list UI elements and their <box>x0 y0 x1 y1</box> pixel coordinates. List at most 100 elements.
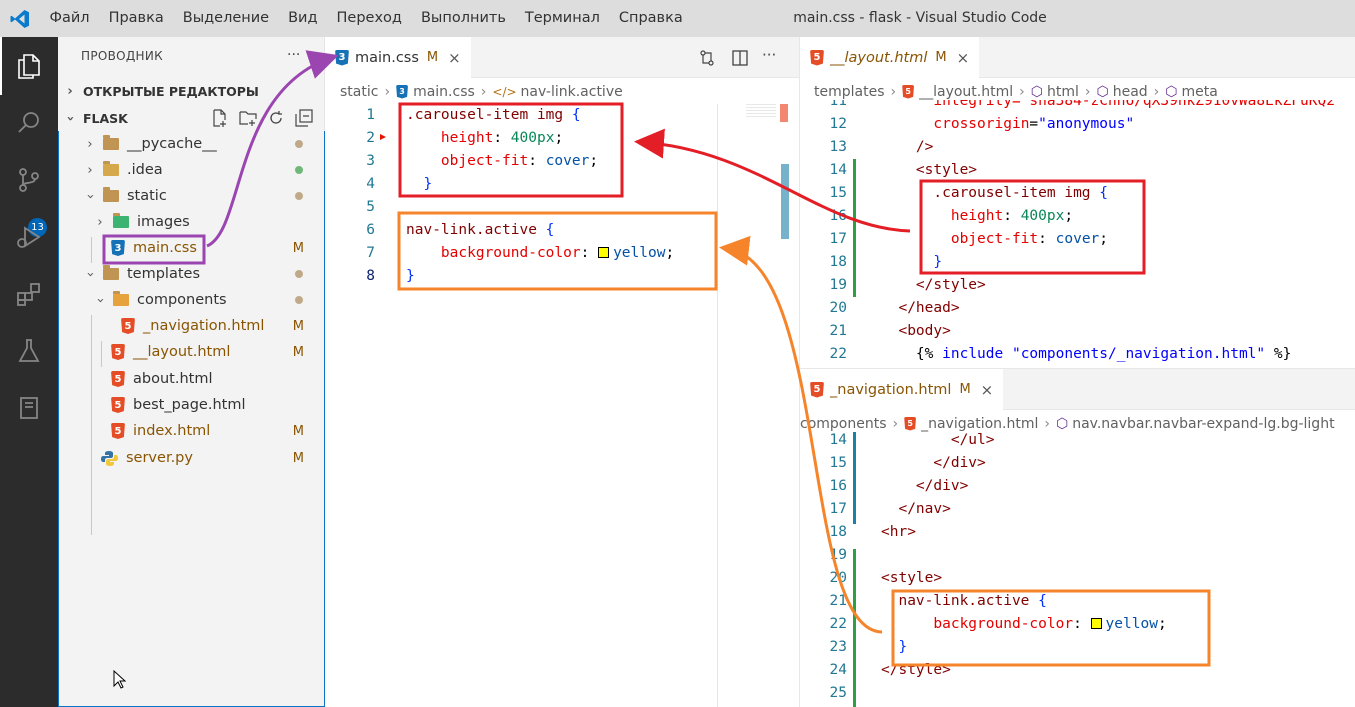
code-token: object-fit <box>440 153 529 169</box>
code-token: = <box>1029 116 1039 132</box>
line-number: 2 <box>366 130 375 146</box>
menu-edit[interactable]: Правка <box>108 10 164 26</box>
code-token: : <box>580 245 599 261</box>
tree-item-navigation-html[interactable]: 5 _navigation.html M <box>59 313 324 339</box>
new-file-icon[interactable] <box>211 109 229 127</box>
menu-view[interactable]: Вид <box>288 10 318 26</box>
tree-item-server-py[interactable]: server.py M <box>59 445 324 471</box>
code-token: { <box>1029 593 1047 609</box>
activity-bar: 13 <box>0 37 58 707</box>
breadcrumb-item[interactable]: html <box>1046 83 1079 100</box>
breadcrumb-item[interactable]: __layout.html <box>919 83 1014 100</box>
code-token: ; <box>665 245 675 261</box>
project-section[interactable]: › FLASK <box>58 105 325 131</box>
tree-item-about-html[interactable]: 5 about.html <box>59 366 324 392</box>
code-token: </div> <box>933 455 986 471</box>
code-token: : <box>493 130 511 146</box>
testing-icon[interactable] <box>0 322 58 380</box>
split-editor-icon[interactable] <box>731 49 749 67</box>
scrollbar-thumb[interactable] <box>781 164 789 239</box>
open-editors-section[interactable]: › ОТКРЫТЫЕ РЕДАКТОРЫ <box>58 78 325 104</box>
explorer-title: ПРОВОДНИК <box>81 49 163 63</box>
new-folder-icon[interactable] <box>239 109 257 127</box>
refresh-icon[interactable] <box>267 109 285 127</box>
code-line: height: 400px; <box>881 208 1073 224</box>
collapse-all-icon[interactable] <box>295 109 313 127</box>
code-token: nav-link.active <box>406 222 537 238</box>
line-number: 7 <box>366 245 375 261</box>
code-token <box>881 478 916 494</box>
tree-item-static[interactable]: › static <box>59 183 324 209</box>
close-icon[interactable]: × <box>980 380 994 399</box>
code-line: </nav> <box>881 501 951 517</box>
more-actions-icon[interactable]: ··· <box>287 47 301 63</box>
tab-layout-html[interactable]: 5 __layout.html M × <box>800 37 980 78</box>
code-token <box>881 208 951 224</box>
run-debug-icon[interactable] <box>0 208 58 266</box>
tree-item-components[interactable]: › components <box>59 287 324 313</box>
close-icon[interactable]: × <box>956 48 970 67</box>
folder-icon <box>103 135 119 150</box>
tree-item-label: .idea <box>127 162 163 178</box>
menu-go[interactable]: Переход <box>336 10 402 26</box>
source-control-icon[interactable] <box>0 151 58 209</box>
breadcrumb-item[interactable]: _navigation.html <box>921 415 1039 432</box>
more-actions-icon[interactable]: ··· <box>762 46 777 64</box>
modified-badge: M <box>292 344 304 360</box>
menu-selection[interactable]: Выделение <box>182 10 270 26</box>
code-line: crossorigin="anonymous" <box>881 116 1134 132</box>
code-line: nav-link.active { <box>881 593 1047 609</box>
open-changes-icon[interactable] <box>698 49 716 67</box>
tab-navigation-html[interactable]: 5 _navigation.html M × <box>800 369 1004 410</box>
code-line: object-fit: cover; <box>406 153 598 169</box>
code-token: </nav> <box>898 501 951 517</box>
code-line: } <box>406 268 415 284</box>
tree-item-images[interactable]: › images <box>59 209 324 235</box>
close-icon[interactable]: × <box>448 48 461 67</box>
tree-item-templates[interactable]: › templates <box>59 261 324 287</box>
menu-help[interactable]: Справка <box>618 10 683 26</box>
menu-run[interactable]: Выполнить <box>420 10 506 26</box>
breadcrumb-item[interactable]: nav.navbar.navbar-expand-lg.bg-light <box>1072 415 1335 432</box>
breadcrumb-item[interactable]: static <box>340 83 379 100</box>
code-token: { <box>536 222 555 238</box>
remote-explorer-icon[interactable] <box>0 379 58 437</box>
tree-item-idea[interactable]: › .idea <box>59 157 324 183</box>
menu-terminal[interactable]: Терминал <box>524 10 600 26</box>
html-file-icon: 5 <box>121 318 135 334</box>
html-file-icon: 5 <box>902 84 915 99</box>
breadcrumb-item[interactable]: components <box>800 415 887 432</box>
breadcrumb-item[interactable]: templates <box>814 83 885 100</box>
code-token: ; <box>1157 616 1167 632</box>
breadcrumb-item[interactable]: meta <box>1181 83 1218 100</box>
code-token <box>881 501 898 517</box>
line-number: 20 <box>829 570 847 586</box>
line-number: 25 <box>829 685 847 701</box>
tree-item-layout-html[interactable]: 5 __layout.html M <box>59 339 324 365</box>
explorer-actions <box>211 109 313 127</box>
chevron-down-icon: › <box>62 115 78 121</box>
color-swatch-icon[interactable] <box>598 247 610 258</box>
breadcrumb-item[interactable]: nav-link.active <box>520 83 623 100</box>
tree-item-pycache[interactable]: › __pycache__ <box>59 131 324 157</box>
code-line: height: 400px; <box>406 130 563 146</box>
tab-label: main.css <box>355 49 419 66</box>
tree-item-index-html[interactable]: 5 index.html M <box>59 418 324 444</box>
breadcrumb-item[interactable]: head <box>1112 83 1148 100</box>
menu-file[interactable]: Файл <box>49 10 90 26</box>
tree-item-best-page-html[interactable]: 5 best_page.html <box>59 392 324 418</box>
extensions-icon[interactable] <box>0 265 58 323</box>
tree-item-main-css[interactable]: 3 main.css M <box>59 235 324 261</box>
code-token <box>881 162 916 178</box>
breadcrumb-item[interactable]: main.css <box>413 83 475 100</box>
tab-main-css[interactable]: 3 main.css M × <box>325 37 471 78</box>
color-swatch-icon[interactable] <box>1090 618 1102 629</box>
explorer-icon[interactable] <box>0 37 58 95</box>
code-token <box>881 300 898 316</box>
minimap[interactable] <box>746 104 776 118</box>
line-number: 17 <box>829 501 847 517</box>
search-icon[interactable] <box>0 94 58 152</box>
